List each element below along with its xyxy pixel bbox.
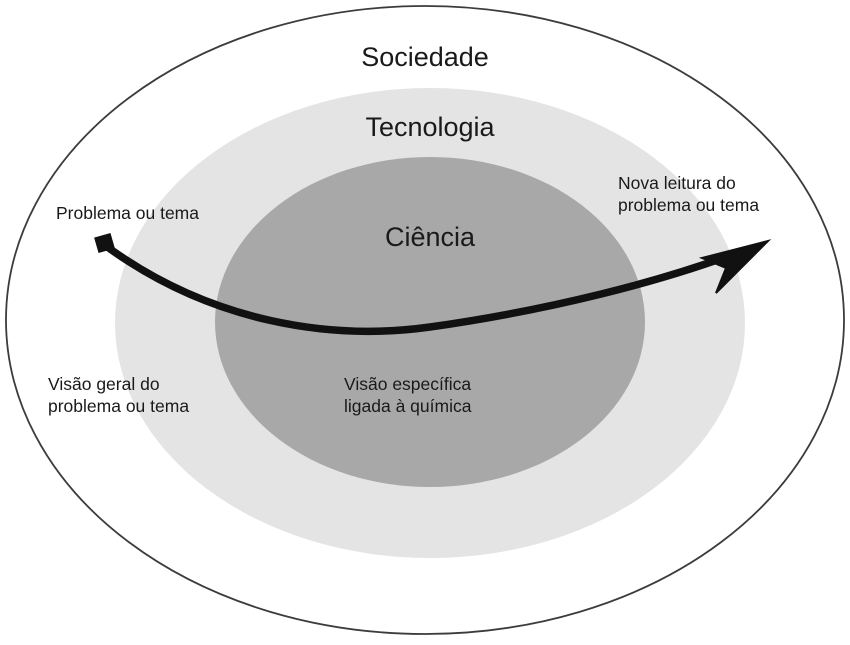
annotation-visao-geral: Visão geral do problema ou tema	[48, 374, 189, 416]
arrow-shaft	[103, 242, 744, 335]
annotation-line: problema ou tema	[618, 195, 759, 215]
annotation-nova-leitura: Nova leitura do problema ou tema	[618, 173, 759, 215]
annotation-line: Visão geral do	[48, 374, 160, 394]
annotation-line: Visão específica	[344, 374, 471, 394]
annotation-visao-especifica: Visão específica ligada à química	[344, 374, 476, 416]
process-arrow	[94, 232, 772, 335]
ring-label-ciencia: Ciência	[385, 222, 476, 252]
ring-label-tecnologia: Tecnologia	[365, 112, 495, 142]
arrowhead	[698, 239, 772, 294]
ring-label-sociedade: Sociedade	[361, 42, 489, 72]
annotation-line: Problema ou tema	[56, 203, 199, 223]
annotation-line: ligada à química	[344, 396, 472, 416]
annotation-line: problema ou tema	[48, 396, 189, 416]
annotation-line: Nova leitura do	[618, 173, 736, 193]
annotation-problema-ou-tema: Problema ou tema	[56, 203, 199, 223]
ellipse-ciencia	[215, 157, 645, 487]
